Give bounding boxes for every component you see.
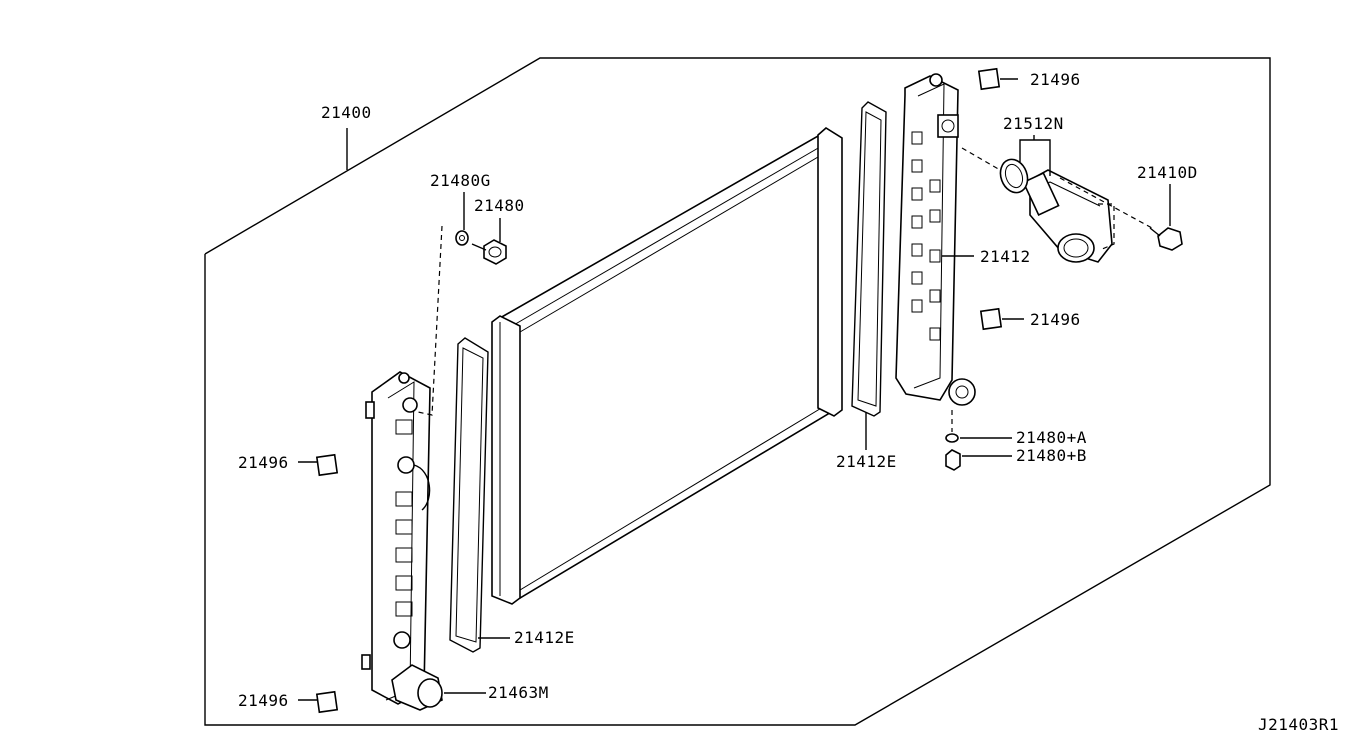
clip-left-upper bbox=[315, 453, 339, 477]
label-clip-left-upper: 21496 bbox=[238, 453, 289, 472]
label-washer-a: 21480+A bbox=[1016, 428, 1087, 447]
label-radiator-assembly: 21400 bbox=[321, 103, 372, 122]
outlet-pipe bbox=[1022, 169, 1115, 263]
bolt bbox=[1149, 227, 1183, 251]
label-left-tank-gasket: 21412E bbox=[514, 628, 575, 647]
assembly-frame bbox=[204, 57, 1271, 726]
left-cap bbox=[391, 664, 443, 711]
diagram-id: J21403R1 bbox=[1258, 715, 1339, 734]
label-cap: 21463M bbox=[488, 683, 549, 702]
label-right-tank-gasket: 21412E bbox=[836, 452, 897, 471]
clip-mid-right bbox=[979, 307, 1003, 331]
assembly-lines bbox=[417, 147, 1153, 432]
radiator-core bbox=[491, 127, 843, 605]
o-ring bbox=[999, 158, 1029, 194]
right-tank bbox=[895, 73, 976, 406]
left-tank-gasket bbox=[449, 337, 489, 653]
drain-a-b-group bbox=[945, 433, 961, 471]
label-o-ring: 21512N bbox=[1003, 114, 1064, 133]
label-bolt: 21410D bbox=[1137, 163, 1198, 182]
label-drain-plug: 21480 bbox=[474, 196, 525, 215]
label-clip-left-lower: 21496 bbox=[238, 691, 289, 710]
clip-top-right bbox=[977, 67, 1001, 91]
left-tank bbox=[361, 371, 431, 705]
label-plug-b: 21480+B bbox=[1016, 446, 1087, 465]
label-clip-top-right: 21496 bbox=[1030, 70, 1081, 89]
label-drain-plug-washer: 21480G bbox=[430, 171, 491, 190]
label-right-tank: 21412 bbox=[980, 247, 1031, 266]
right-tank-gasket bbox=[851, 101, 887, 417]
label-clip-mid-right: 21496 bbox=[1030, 310, 1081, 329]
drain-plug-group bbox=[455, 230, 507, 265]
leader-lines bbox=[298, 78, 1171, 701]
clip-left-lower bbox=[315, 690, 339, 714]
